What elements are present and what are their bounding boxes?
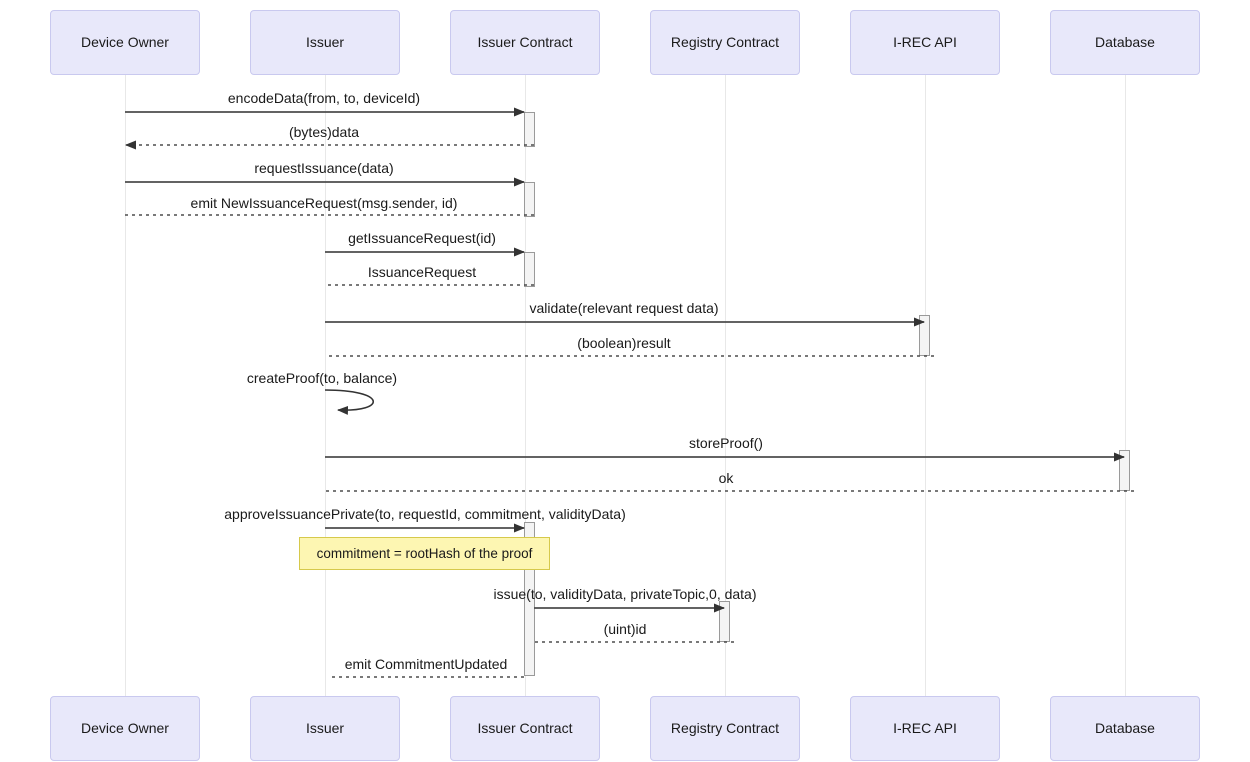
lifeline-database xyxy=(1125,75,1126,696)
message-label-5: getIssuanceRequest(id) xyxy=(348,230,496,246)
lifeline-irec-api xyxy=(925,75,926,696)
actor-box-database-bottom[interactable]: Database xyxy=(1050,696,1200,761)
actor-label-issuer-contract-bottom: Issuer Contract xyxy=(477,719,573,736)
lifeline-issuer xyxy=(325,75,326,696)
actor-box-registry-contract-bottom[interactable]: Registry Contract xyxy=(650,696,800,761)
lifeline-issuer-contract xyxy=(525,75,526,696)
actor-box-registry-contract-top[interactable]: Registry Contract xyxy=(650,10,800,75)
actor-box-device-owner-top[interactable]: Device Owner xyxy=(50,10,200,75)
note-text: commitment = rootHash of the proof xyxy=(316,546,533,561)
actor-box-issuer-contract-bottom[interactable]: Issuer Contract xyxy=(450,696,600,761)
actor-label-device-owner-bottom: Device Owner xyxy=(81,719,169,736)
actor-box-issuer-bottom[interactable]: Issuer xyxy=(250,696,400,761)
actor-label-issuer-contract-top: Issuer Contract xyxy=(477,33,573,50)
message-label-2: (bytes)data xyxy=(288,124,360,140)
actor-box-irec-api-bottom[interactable]: I-REC API xyxy=(850,696,1000,761)
message-label-11: ok xyxy=(718,470,734,486)
message-label-4: emit NewIssuanceRequest(msg.sender, id) xyxy=(190,195,458,211)
actor-box-issuer-top[interactable]: Issuer xyxy=(250,10,400,75)
message-arrow-self-loop-9 xyxy=(324,389,374,415)
actor-box-issuer-contract-top[interactable]: Issuer Contract xyxy=(450,10,600,75)
actor-label-database-bottom: Database xyxy=(1095,719,1155,736)
actor-label-registry-contract-top: Registry Contract xyxy=(670,33,780,50)
actor-label-issuer-bottom: Issuer xyxy=(305,719,345,736)
message-label-3: requestIssuance(data) xyxy=(254,160,394,176)
actor-label-issuer-top: Issuer xyxy=(305,33,345,50)
message-label-7: validate(relevant request data) xyxy=(529,300,719,316)
actor-label-database-top: Database xyxy=(1095,33,1155,50)
actor-label-registry-contract-bottom: Registry Contract xyxy=(670,719,780,736)
activation-bar-issuer-contract xyxy=(524,252,535,287)
lifeline-registry-contract xyxy=(725,75,726,696)
message-label-1: encodeData(from, to, deviceId) xyxy=(227,90,421,106)
note-box: commitment = rootHash of the proof xyxy=(299,537,550,570)
actor-box-device-owner-bottom[interactable]: Device Owner xyxy=(50,696,200,761)
message-label-15: emit CommitmentUpdated xyxy=(344,656,508,672)
activation-bar-issuer-contract xyxy=(524,182,535,217)
activation-bar-issuer-contract xyxy=(524,112,535,147)
actor-label-irec-api-bottom: I-REC API xyxy=(893,719,957,736)
message-label-10: storeProof() xyxy=(689,435,763,451)
lifeline-device-owner xyxy=(125,75,126,696)
message-label-14: (uint)id xyxy=(603,621,647,637)
message-label-9: createProof(to, balance) xyxy=(246,370,398,386)
actor-box-database-top[interactable]: Database xyxy=(1050,10,1200,75)
message-label-12: approveIssuancePrivate(to, requestId, co… xyxy=(224,506,626,522)
message-label-8: (boolean)result xyxy=(577,335,671,351)
actor-label-irec-api-top: I-REC API xyxy=(893,33,957,50)
message-label-6: IssuanceRequest xyxy=(367,264,477,280)
actor-box-irec-api-top[interactable]: I-REC API xyxy=(850,10,1000,75)
message-label-13: issue(to, validityData, privateTopic,0, … xyxy=(493,586,757,602)
actor-label-device-owner-top: Device Owner xyxy=(81,33,169,50)
activation-bar-issuer-contract xyxy=(524,522,535,676)
